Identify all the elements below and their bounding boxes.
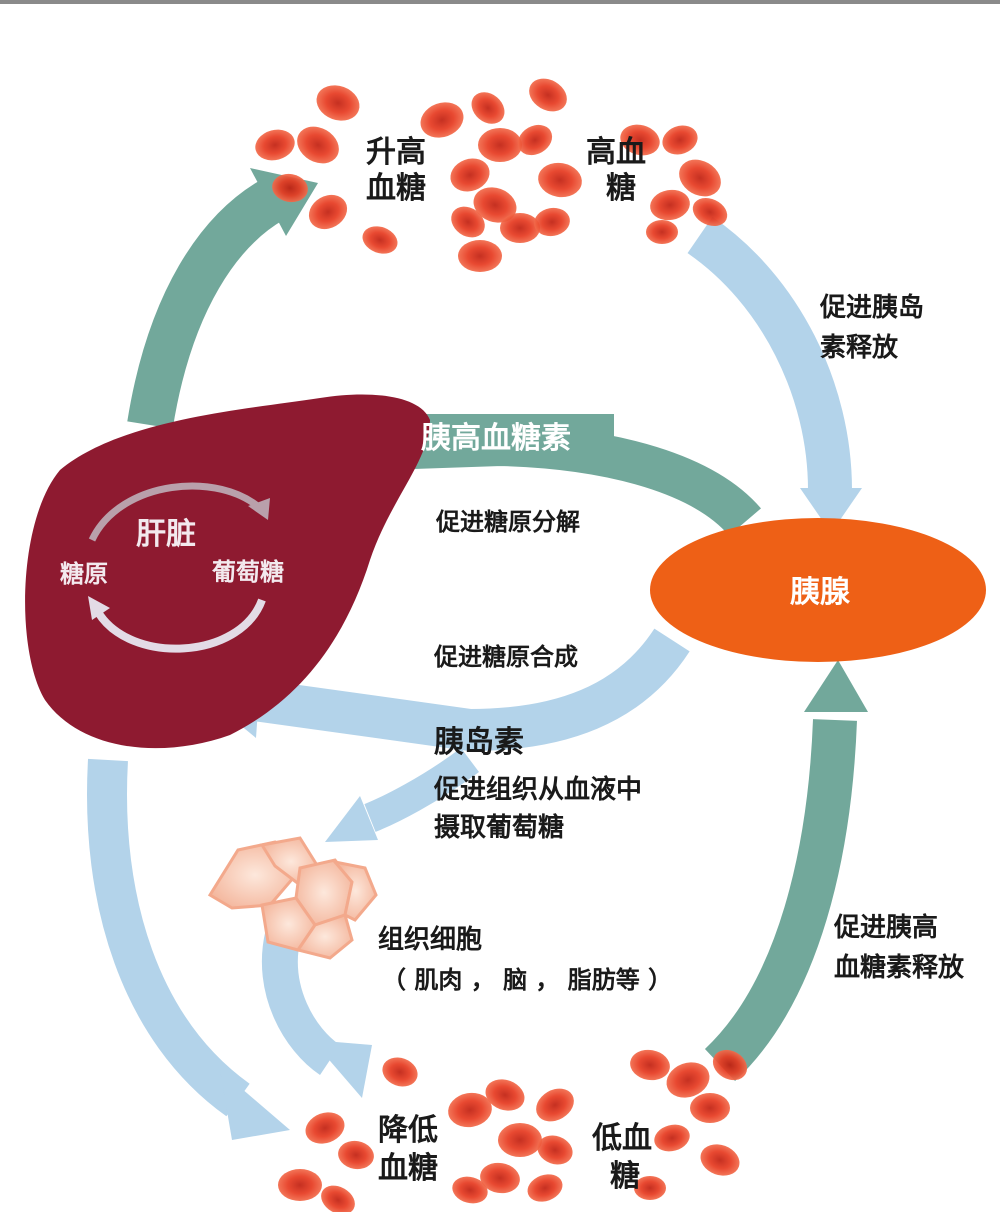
blood-cell-top-1 [316,85,360,121]
tissue-cells-label-line1: 组织细胞 [378,924,482,955]
liver-cycle-arrow-bottom [94,598,266,653]
arrow-high-glucose-to-pancreas [687,216,852,491]
promote-uptake-label-line2: 摄取葡萄糖 [434,812,564,843]
low-glucose-blood-cells [278,1049,748,1212]
blood-cell-top-4 [272,173,308,203]
blood-cell-bottom-20 [634,1176,666,1200]
liver-shape [25,394,430,749]
lower-glucose-label-line1: 降低 [378,1113,438,1148]
blood-cell-top-21 [679,159,721,197]
liver-cycle-arrowhead-bottom [88,596,110,620]
blood-cell-bottom-15 [666,1062,710,1098]
blood-cell-bottom-5 [321,1185,355,1212]
glucagon-label-box [418,414,614,458]
glucagon-label: 胰高血糖素 [421,421,571,456]
blood-cell-bottom-4 [278,1169,322,1201]
arrow-liver-to-lower-glucose [87,758,250,1117]
blood-cell-bottom-14 [630,1049,670,1081]
blood-cell-top-11 [517,124,553,156]
tissue-cells-label-line2: （ 肌肉 ， 脑 ， 脂肪等 ） [382,966,672,994]
high-glucose-label-line2: 糖 [606,171,636,206]
low-glucose-label-line2: 糖 [610,1159,640,1194]
blood-cell-bottom-13 [452,1176,488,1204]
blood-cell-top-17 [458,240,502,272]
liver-cycle-arrow-top [88,482,265,542]
arrowhead-tissue-to-lower-glucose [312,1040,372,1098]
pancreas-label: 胰腺 [790,575,851,610]
blood-cell-top-18 [534,207,570,237]
raise-glucose-label-line2: 血糖 [366,171,426,206]
arrowhead-low-glucose-to-pancreas [804,660,868,712]
blood-cell-top-23 [646,220,678,244]
arrow-liver-to-high-glucose [127,180,285,429]
promote-insulin-label-line2: 素释放 [820,332,899,363]
high-glucose-blood-cells [255,78,728,272]
low-glucose-label-line1: 低血 [591,1121,652,1156]
blood-cell-top-8 [471,92,505,124]
blood-cell-bottom-7 [485,1079,525,1111]
blood-cell-top-12 [538,162,582,198]
arrow-low-glucose-to-pancreas [704,719,857,1082]
glucose-label: 葡萄糖 [211,558,284,586]
blood-cell-top-3 [297,126,339,164]
blood-cell-top-13 [450,158,490,192]
lower-glucose-label-line2: 血糖 [378,1151,438,1186]
arrow-insulin-to-tissue [364,747,479,832]
blood-cell-bottom-12 [527,1174,563,1202]
blood-cell-bottom-11 [480,1162,520,1194]
blood-cell-bottom-1 [382,1057,418,1087]
blood-cell-top-24 [692,197,728,227]
blood-cell-top-10 [529,78,567,112]
promote-insulin-label-line1: 促进胰岛 [819,292,924,323]
blood-cell-bottom-18 [654,1124,690,1152]
blood-cell-top-20 [662,125,698,155]
insulin-label: 胰岛素 [434,725,524,760]
blood-cell-top-2 [255,129,295,161]
liver-label: 肝脏 [136,517,196,552]
blood-cell-top-5 [308,194,348,230]
blood-cell-bottom-17 [690,1093,730,1123]
blood-cell-top-7 [420,102,464,138]
blood-cell-top-22 [650,189,690,221]
arrowhead-high-glucose-to-pancreas [800,488,862,533]
blood-cell-top-16 [451,206,485,238]
blood-cell-top-15 [500,213,540,243]
blood-cell-bottom-2 [305,1112,345,1144]
arrow-insulin [252,628,690,752]
pancreas-shape [650,518,986,662]
blood-cell-bottom-3 [338,1140,374,1170]
high-glucose-label-line1: 高血 [586,135,646,170]
raise-glucose-label-line1: 升高 [366,135,426,170]
arrow-tissue-to-lower-glucose [261,930,341,1075]
promote-glucagon-label-line1: 促进胰高 [833,912,938,943]
blood-cell-top-9 [478,128,522,162]
blood-cell-top-6 [362,226,398,254]
promote-glycogenolysis-label: 促进糖原分解 [435,508,580,536]
tissue-cells-illustration [207,836,378,960]
blood-cell-bottom-19 [700,1144,740,1176]
arrowhead-liver-to-lower-glucose [220,1070,290,1140]
promote-glucagon-label-line2: 血糖素释放 [834,952,965,983]
promote-glycogenesis-label: 促进糖原合成 [433,643,578,671]
blood-cell-top-14 [473,187,517,223]
arrowhead-insulin-to-tissue [325,796,378,842]
blood-cell-bottom-9 [498,1123,542,1157]
liver-cycle-arrowhead-top [248,498,270,520]
blood-cell-top-19 [620,124,660,156]
promote-uptake-label-line1: 促进组织从血液中 [433,774,642,805]
blood-cell-bottom-16 [712,1049,748,1081]
blood-cell-bottom-8 [536,1088,574,1122]
blood-cell-bottom-6 [448,1092,492,1128]
blood-cell-bottom-10 [537,1135,573,1165]
top-border [0,0,1000,4]
glycogen-label: 糖原 [60,560,108,588]
